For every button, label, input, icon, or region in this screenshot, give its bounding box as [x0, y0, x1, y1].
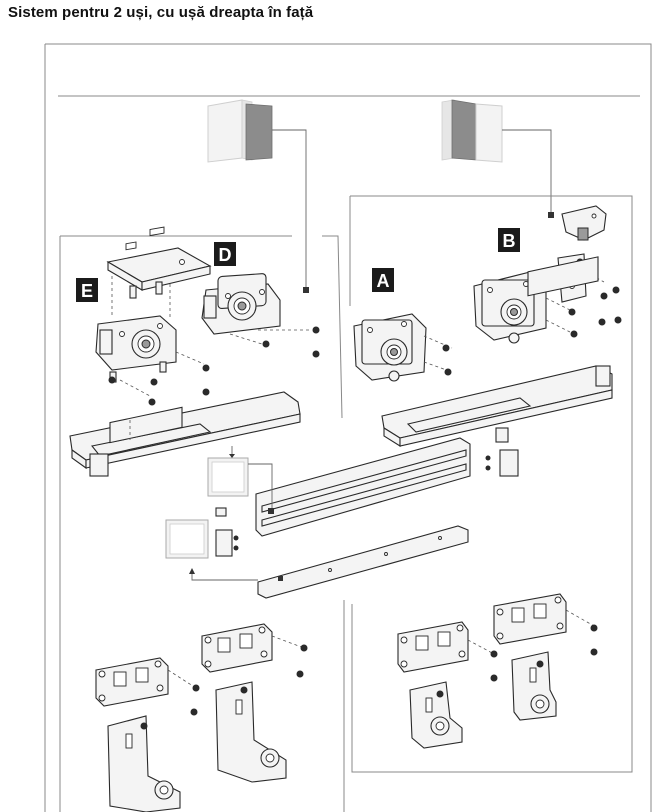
page-title: Sistem pentru 2 uși, cu ușă dreapta în f… [8, 4, 314, 21]
svg-text:B: B [503, 231, 516, 251]
lower-left-plate-2 [95, 657, 197, 707]
left-subframe [59, 235, 343, 812]
long-profile-rail [255, 437, 471, 537]
small-door-icon-top [207, 446, 273, 508]
lower-right-hanger-1 [511, 651, 557, 721]
lower-left-hanger-2 [107, 715, 181, 812]
lower-right-plate-1 [493, 593, 595, 645]
label-e: E [76, 278, 98, 302]
lower-left-hanger-1 [215, 681, 287, 783]
lower-right-screws [436, 624, 598, 698]
svg-text:A: A [377, 271, 390, 291]
svg-text:D: D [219, 245, 232, 265]
outer-frame [44, 43, 652, 812]
bottom-bar [257, 525, 469, 599]
lower-right-hanger-2 [409, 681, 463, 749]
right-subframe [343, 195, 633, 812]
right-door-set-icon [441, 99, 503, 163]
left-track-assembly [69, 391, 301, 477]
svg-text:E: E [81, 281, 93, 301]
screws [108, 258, 622, 406]
label-d: D [214, 242, 236, 266]
left-door-set-icon [207, 99, 273, 163]
label-a: A [372, 268, 394, 292]
carriage-e [95, 226, 212, 397]
label-b: B [498, 228, 520, 252]
lower-left-plate-1 [201, 623, 305, 673]
small-door-icon-bottom [165, 519, 258, 581]
upper-bracket [561, 205, 607, 241]
lower-left-screws [140, 644, 308, 730]
end-stops [215, 427, 519, 557]
door-leader-lines [272, 129, 554, 293]
carriage-a [353, 313, 453, 382]
carriage-d [201, 273, 312, 345]
right-track-assembly [381, 256, 613, 447]
lower-right-plate-2 [397, 621, 495, 673]
